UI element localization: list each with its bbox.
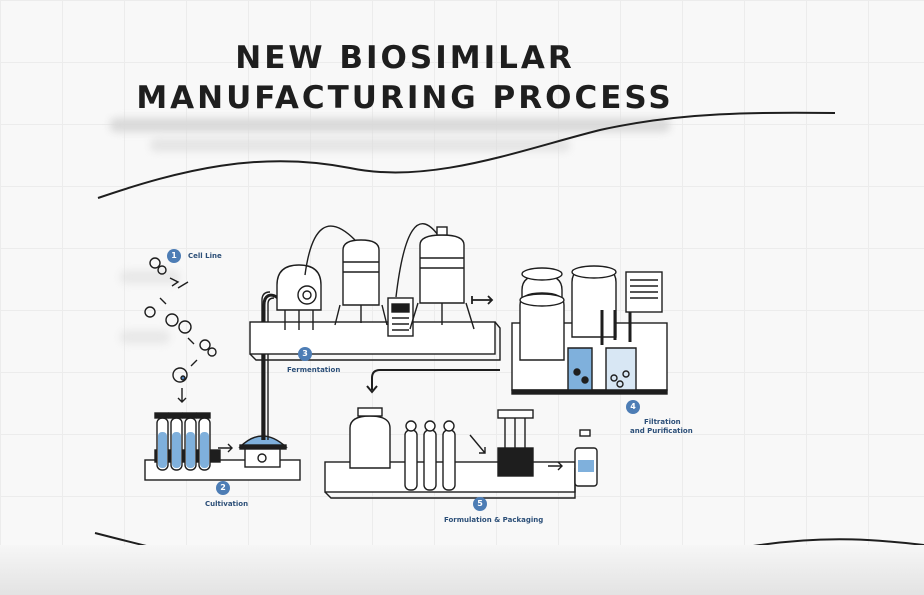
step-1-badge: 1 [167, 249, 181, 263]
shaker-incubator [238, 291, 288, 468]
step-3-label: Fermentation [287, 366, 341, 374]
blurred-background-text [150, 138, 570, 152]
formulation-platform [324, 407, 598, 499]
arrow-to-filtration [471, 295, 494, 305]
step-1-label: Cell Line [188, 252, 222, 260]
step-5-label: Formulation & Packaging [444, 516, 544, 524]
filtration-platform [511, 265, 668, 395]
step-4-badge: 4 [626, 400, 640, 414]
blurred-background-text [110, 118, 670, 132]
fermentation-platform [249, 223, 501, 361]
blurred-background-text [120, 330, 170, 344]
arrow-to-formulation [366, 369, 500, 394]
step-2-label: Cultivation [205, 500, 249, 508]
step-4-label-line1: Filtration [644, 418, 681, 426]
page-title-line2: MANUFACTURING PROCESS [136, 80, 674, 116]
bottom-shade [0, 545, 924, 595]
step-4-label-line2: and Purification [630, 427, 693, 435]
top-wave-line [97, 111, 836, 199]
step-5-badge: 5 [473, 497, 487, 511]
step-2-badge: 2 [216, 481, 230, 495]
cell-line-illustration [144, 257, 217, 403]
step-3-badge: 3 [298, 347, 312, 361]
page-title-line1: NEW BIOSIMILAR [235, 40, 575, 76]
